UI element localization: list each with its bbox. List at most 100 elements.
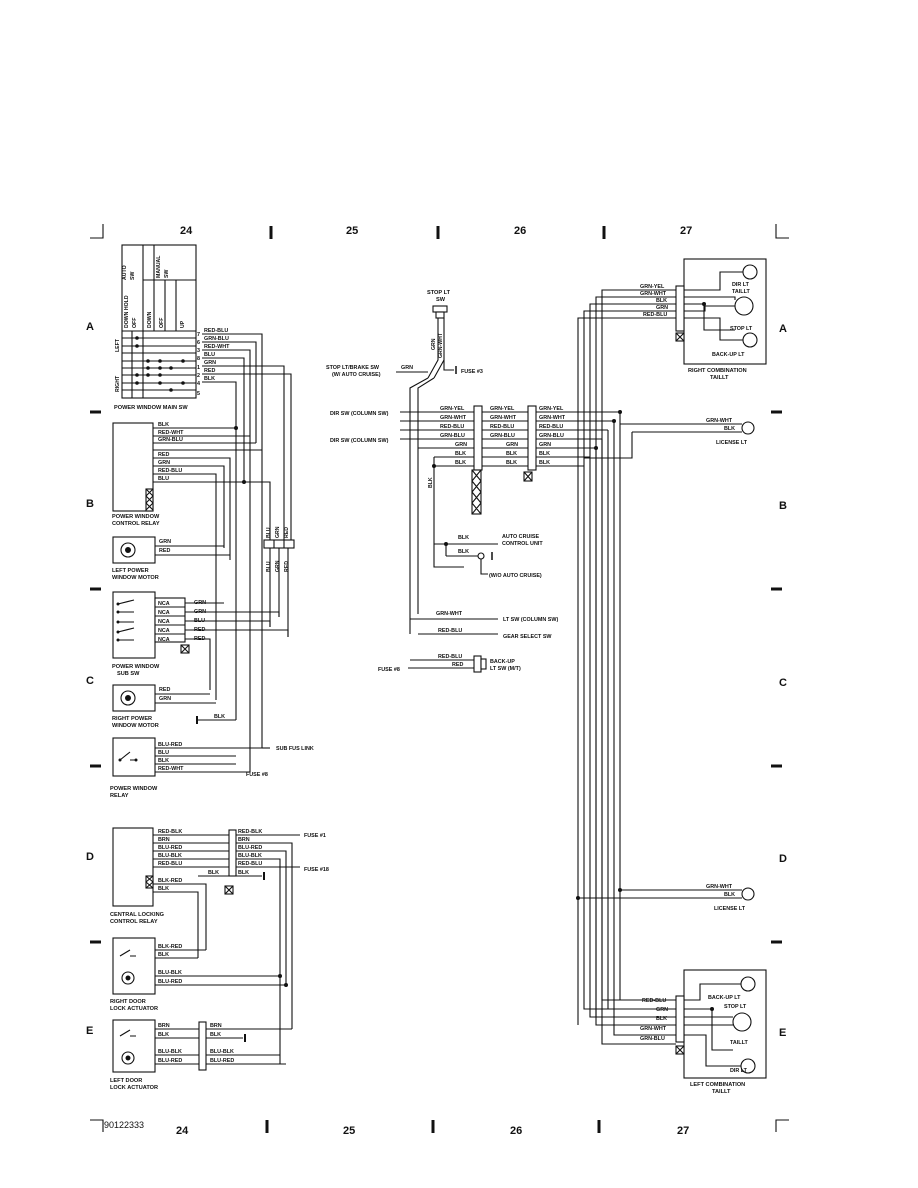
doc-number: 90122333 — [104, 1120, 144, 1130]
svg-text:LICENSE LT: LICENSE LT — [716, 440, 748, 446]
hdr-manual: MANUAL — [156, 255, 162, 278]
svg-text:RED-BLU: RED-BLU — [238, 861, 262, 867]
svg-text:FUSE #1: FUSE #1 — [304, 833, 326, 839]
hdr-off2: OFF — [159, 318, 165, 328]
svg-text:RED-BLU: RED-BLU — [438, 628, 462, 634]
svg-text:BLK: BLK — [158, 1032, 169, 1038]
svg-text:GRN-BLU: GRN-BLU — [640, 1036, 665, 1042]
svg-text:4: 4 — [197, 381, 200, 387]
svg-text:GRN: GRN — [275, 560, 281, 572]
svg-text:BLK: BLK — [214, 714, 225, 720]
svg-text:FUSE #18: FUSE #18 — [304, 867, 329, 873]
svg-text:BRN: BRN — [238, 837, 250, 843]
svg-text:BLK: BLK — [506, 451, 517, 457]
svg-text:GRN-YEL: GRN-YEL — [490, 406, 515, 412]
svg-text:RED: RED — [452, 662, 463, 668]
connector-blu-grn-red: BLU GRN RED BLU GRN RED — [263, 526, 295, 637]
right-comb-wires: GRN-YEL GRN-WHT BLK GRN RED-BLU — [577, 284, 676, 1026]
svg-text:BLU-RED: BLU-RED — [238, 845, 262, 851]
svg-text:GRN: GRN — [401, 365, 413, 371]
svg-text:8: 8 — [197, 356, 200, 362]
grid-frame — [90, 224, 789, 1133]
svg-text:TAILLT: TAILLT — [710, 375, 729, 381]
svg-text:WINDOW MOTOR: WINDOW MOTOR — [112, 575, 159, 581]
svg-text:RED-BLK: RED-BLK — [158, 829, 182, 835]
svg-text:BLK: BLK — [158, 422, 169, 428]
svg-text:GRN-BLU: GRN-BLU — [440, 433, 465, 439]
hdr-sw2: SW — [164, 270, 170, 278]
col-label-top: 24 — [180, 225, 193, 237]
svg-text:BLK: BLK — [656, 298, 667, 304]
svg-text:RED-WHT: RED-WHT — [158, 766, 184, 772]
svg-text:GRN: GRN — [275, 526, 281, 538]
svg-text:BLK: BLK — [204, 376, 215, 382]
svg-text:DIR SW (COLUMN SW): DIR SW (COLUMN SW) — [330, 438, 389, 444]
svg-text:GRN-WHT: GRN-WHT — [640, 1026, 667, 1032]
svg-text:GRN-YEL: GRN-YEL — [539, 406, 564, 412]
svg-text:BLK: BLK — [158, 952, 169, 958]
svg-text:STOP LT: STOP LT — [730, 326, 753, 332]
hdr-sw: SW — [130, 272, 136, 280]
svg-text:BLK: BLK — [539, 460, 550, 466]
svg-text:LT SW (COLUMN SW): LT SW (COLUMN SW) — [503, 617, 558, 623]
col-label-bottom: 24 — [176, 1125, 189, 1137]
svg-text:BRN: BRN — [158, 837, 170, 843]
svg-text:NCA: NCA — [158, 628, 170, 634]
central-locking-control-relay: RED-BLK BRN BLU-RED BLU-BLK RED-BLU BLK-… — [110, 827, 329, 1064]
svg-text:GRN-BLU: GRN-BLU — [204, 336, 229, 342]
svg-text:NCA: NCA — [158, 601, 170, 607]
svg-text:BLK-RED: BLK-RED — [158, 944, 182, 950]
svg-text:GRN-WHT: GRN-WHT — [640, 291, 667, 297]
svg-text:BACK-UP LT: BACK-UP LT — [712, 352, 745, 358]
svg-text:BLK: BLK — [455, 460, 466, 466]
caption: POWER WINDOW MAIN SW — [114, 405, 188, 411]
row-label-right: C — [779, 677, 787, 689]
svg-text:RED-BLU: RED-BLU — [642, 998, 666, 1004]
svg-text:POWER WINDOW: POWER WINDOW — [112, 514, 160, 520]
svg-text:BLU: BLU — [266, 561, 272, 572]
row-label-right: E — [779, 1027, 786, 1039]
ground-blk: BLK — [196, 714, 236, 724]
svg-text:RED-BLU: RED-BLU — [438, 654, 462, 660]
sub-fus-link-label: SUB FUS LINK — [276, 746, 314, 752]
svg-text:RIGHT COMBINATION: RIGHT COMBINATION — [688, 368, 747, 374]
svg-text:BLU-BLK: BLU-BLK — [158, 853, 182, 859]
left-combination-taillt: RED-BLU GRN BLK GRN-WHT GRN-BLU BACK-UP … — [640, 969, 767, 1095]
row-label-left: E — [86, 1025, 93, 1037]
svg-text:RED: RED — [194, 627, 205, 633]
svg-text:DIR LT: DIR LT — [730, 1068, 748, 1074]
svg-text:BLU-RED: BLU-RED — [210, 1058, 234, 1064]
svg-text:GRN: GRN — [656, 305, 668, 311]
svg-text:GRN-BLU: GRN-BLU — [490, 433, 515, 439]
svg-text:RED-WHT: RED-WHT — [204, 344, 230, 350]
row-label-right: A — [779, 323, 787, 335]
svg-text:GRN: GRN — [194, 600, 206, 606]
svg-text:RED-BLU: RED-BLU — [158, 861, 182, 867]
svg-text:BLU: BLU — [158, 750, 169, 756]
svg-text:GRN-WHT: GRN-WHT — [706, 418, 733, 424]
svg-text:GRN-BLU: GRN-BLU — [539, 433, 564, 439]
svg-text:LEFT POWER: LEFT POWER — [112, 568, 149, 574]
svg-text:LICENSE LT: LICENSE LT — [714, 906, 746, 912]
contact-grid — [122, 336, 196, 392]
label-right: RIGHT — [115, 375, 121, 392]
fuse-8-label: FUSE #8 — [246, 772, 268, 778]
svg-text:RIGHT DOOR: RIGHT DOOR — [110, 999, 146, 1005]
svg-text:CONTROL RELAY: CONTROL RELAY — [112, 521, 160, 527]
svg-text:STOP LT: STOP LT — [427, 290, 451, 296]
svg-text:LEFT COMBINATION: LEFT COMBINATION — [690, 1082, 745, 1088]
svg-text:BLU-RED: BLU-RED — [158, 1058, 182, 1064]
svg-text:2: 2 — [197, 373, 200, 379]
hdr-auto: AUTO — [122, 265, 128, 280]
svg-text:6: 6 — [197, 340, 200, 346]
svg-text:BLU: BLU — [158, 476, 169, 482]
svg-text:GRN-WHT: GRN-WHT — [490, 415, 517, 421]
svg-text:GRN: GRN — [455, 442, 467, 448]
svg-text:RED-BLU: RED-BLU — [490, 424, 514, 430]
svg-text:BLK: BLK — [458, 535, 469, 541]
col-label-bottom: 25 — [343, 1125, 355, 1137]
right-power-window-motor: RED GRN RIGHT POWER WINDOW MOTOR — [112, 684, 216, 729]
svg-text:(W/ AUTO CRUISE): (W/ AUTO CRUISE) — [332, 372, 381, 378]
svg-text:GEAR SELECT SW: GEAR SELECT SW — [503, 634, 552, 640]
svg-text:BLU-BLK: BLU-BLK — [158, 1049, 182, 1055]
